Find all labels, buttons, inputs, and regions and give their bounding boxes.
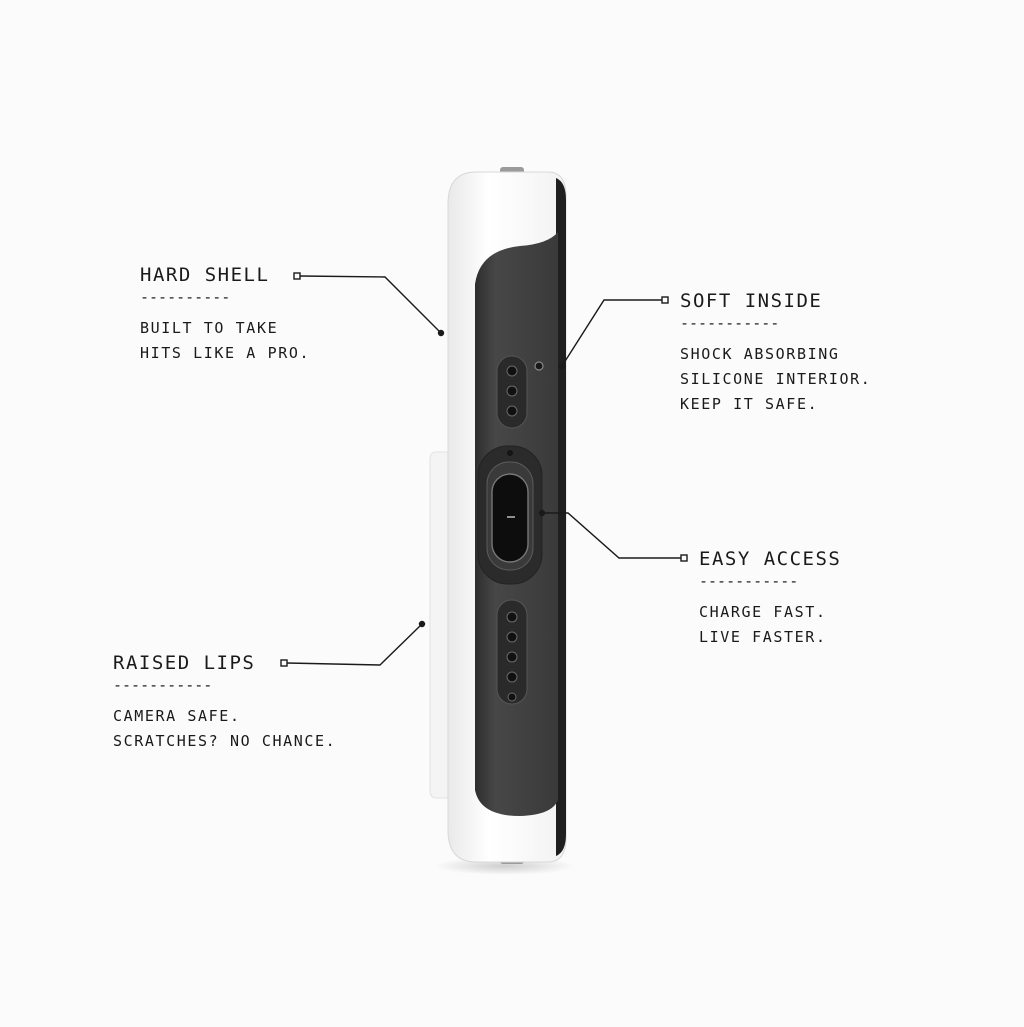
callout-line: CAMERA SAFE. bbox=[113, 707, 241, 725]
leader-lines bbox=[280, 272, 688, 667]
raised-lip bbox=[429, 451, 449, 799]
callout-line: CHARGE FAST. bbox=[699, 603, 827, 621]
callout-raised-lips: RAISED LIPS ----------- CAMERA SAFE. SCR… bbox=[113, 652, 336, 754]
callout-description: CAMERA SAFE. SCRATCHES? NO CHANCE. bbox=[113, 704, 336, 754]
grille-hole bbox=[506, 385, 518, 397]
callout-line: SCRATCHES? NO CHANCE. bbox=[113, 732, 337, 750]
callout-easy-access: EASY ACCESS ----------- CHARGE FAST. LIV… bbox=[699, 548, 841, 650]
grille-hole bbox=[507, 692, 517, 702]
grille-hole bbox=[506, 631, 518, 643]
callout-line: LIVE FASTER. bbox=[699, 628, 827, 646]
callout-title: HARD SHELL bbox=[140, 264, 270, 286]
callout-hard-shell: HARD SHELL ---------- BUILT TO TAKE HITS… bbox=[140, 264, 310, 366]
callout-rule: ---------- bbox=[140, 288, 231, 306]
callout-line: BUILT TO TAKE bbox=[140, 319, 279, 337]
grille-hole bbox=[506, 671, 518, 683]
grille-hole bbox=[506, 651, 518, 663]
easy-access-leader bbox=[542, 512, 681, 559]
callout-description: CHARGE FAST. LIVE FASTER. bbox=[699, 600, 841, 650]
callout-line: SILICONE INTERIOR. bbox=[680, 370, 872, 388]
callout-description: BUILT TO TAKE HITS LIKE A PRO. bbox=[140, 316, 310, 366]
charging-port-icon bbox=[491, 473, 529, 563]
callout-title: SOFT INSIDE bbox=[680, 290, 823, 312]
callout-title: EASY ACCESS bbox=[699, 548, 842, 570]
callout-rule: ----------- bbox=[113, 676, 213, 694]
callout-description: SHOCK ABSORBING SILICONE INTERIOR. KEEP … bbox=[680, 342, 871, 417]
grille-hole bbox=[506, 611, 518, 623]
callout-line: SHOCK ABSORBING bbox=[680, 345, 840, 363]
hard-shell-leader bbox=[299, 275, 442, 334]
soft-inside-leader bbox=[561, 299, 662, 367]
callout-soft-inside: SOFT INSIDE ----------- SHOCK ABSORBING … bbox=[680, 290, 871, 417]
microphone-hole-icon bbox=[534, 361, 544, 371]
raised-lips-leader bbox=[286, 623, 423, 666]
shell-edge bbox=[556, 178, 566, 856]
callout-line: HITS LIKE A PRO. bbox=[140, 344, 311, 362]
callout-rule: ----------- bbox=[699, 572, 799, 590]
callout-rule: ----------- bbox=[680, 314, 780, 332]
grille-hole bbox=[506, 405, 518, 417]
callout-line: KEEP IT SAFE. bbox=[680, 395, 819, 413]
callout-title: RAISED LIPS bbox=[113, 652, 256, 674]
speaker-grille-icon bbox=[506, 365, 518, 377]
